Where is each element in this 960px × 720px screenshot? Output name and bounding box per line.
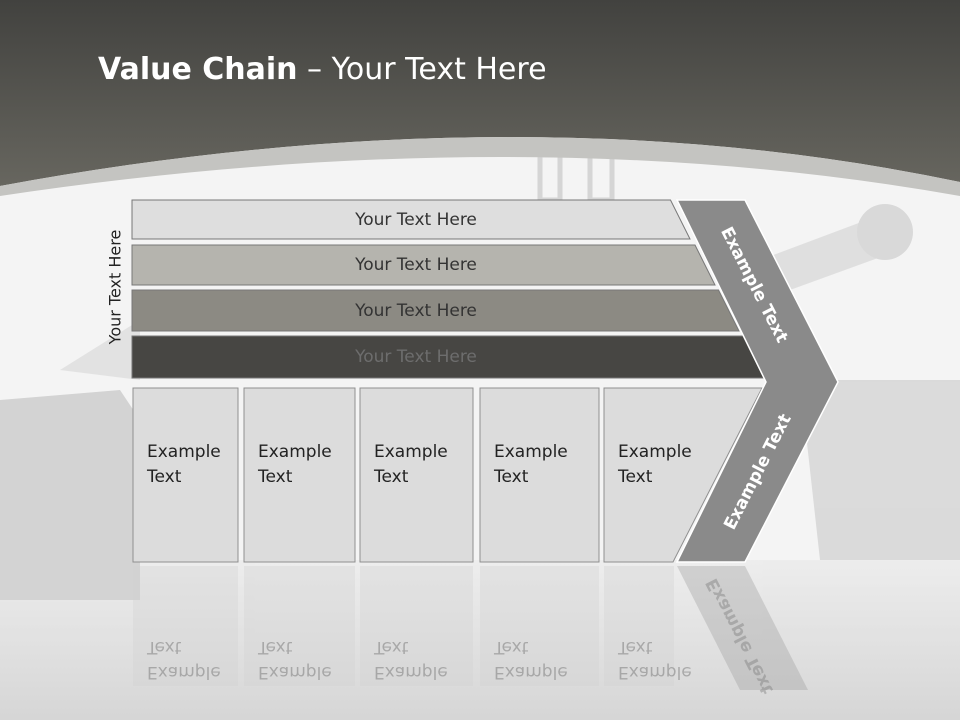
value-bar-label-4: Your Text Here — [355, 347, 477, 367]
example-box-reflection-4 — [480, 566, 599, 686]
example-box-reflection-line1: Example — [618, 662, 692, 682]
example-box-4 — [479, 387, 600, 563]
example-box-line1: Example — [618, 442, 692, 462]
example-box-2 — [243, 387, 356, 563]
example-box-label-reflection-1: Example Text — [147, 634, 221, 684]
example-box-reflection-3 — [360, 566, 473, 686]
example-box-reflection-line2: Text — [374, 637, 409, 657]
example-box-line2: Text — [494, 467, 529, 487]
example-box-reflection-line1: Example — [494, 662, 568, 682]
example-box-3 — [359, 387, 474, 563]
example-box-reflection-line2: Text — [494, 637, 529, 657]
value-bar-2 — [131, 244, 716, 286]
example-box-line2: Text — [258, 467, 293, 487]
title-bold: Value Chain — [98, 52, 298, 87]
example-box-line2: Text — [374, 467, 409, 487]
background-tank-image — [0, 152, 960, 720]
example-box-reflection-1 — [133, 566, 238, 686]
chevron-arrow — [675, 199, 839, 563]
example-box-line1: Example — [494, 442, 568, 462]
value-bar-label-1: Your Text Here — [355, 209, 477, 230]
example-box-reflection-line2: Text — [147, 637, 182, 657]
example-box-reflection-line1: Example — [374, 662, 448, 682]
example-box-line2: Text — [147, 467, 182, 487]
example-box-reflection-line2: Text — [618, 637, 653, 657]
reflection-layer — [133, 566, 674, 686]
header-swoosh — [0, 136, 960, 196]
example-box-label-reflection-2: Example Text — [258, 634, 332, 684]
value-bar-1 — [131, 199, 691, 240]
value-bar-label-3: Your Text Here — [355, 300, 477, 321]
example-box-label-reflection-3: Example Text — [374, 634, 448, 684]
example-box-label-reflection-4: Example Text — [494, 634, 568, 684]
value-bar-label-2: Your Text Here — [355, 255, 477, 275]
boxes-layer — [132, 387, 763, 563]
bars-layer — [131, 199, 765, 379]
example-box-reflection-line1: Example — [147, 662, 221, 682]
header-band — [0, 0, 960, 186]
example-box-reflection-line1: Example — [258, 662, 332, 682]
example-box-line2: Text — [618, 467, 653, 487]
example-box-1 — [132, 387, 239, 563]
example-box-reflection-5 — [604, 566, 674, 686]
example-box-line1: Example — [147, 442, 221, 462]
example-box-line1: Example — [258, 442, 332, 462]
title-rest: – Your Text Here — [297, 52, 547, 87]
example-box-label-reflection-5: Example Text — [618, 634, 692, 684]
example-box-reflection-line2: Text — [258, 637, 293, 657]
example-box-5 — [603, 387, 763, 563]
example-box-line1: Example — [374, 442, 448, 462]
example-box-reflection-2 — [244, 566, 355, 686]
value-bar-3 — [131, 289, 740, 332]
chevron-reflection — [677, 566, 808, 690]
side-label: Your Text Here — [105, 229, 125, 345]
page-title: Value Chain – Your Text Here — [98, 52, 547, 87]
